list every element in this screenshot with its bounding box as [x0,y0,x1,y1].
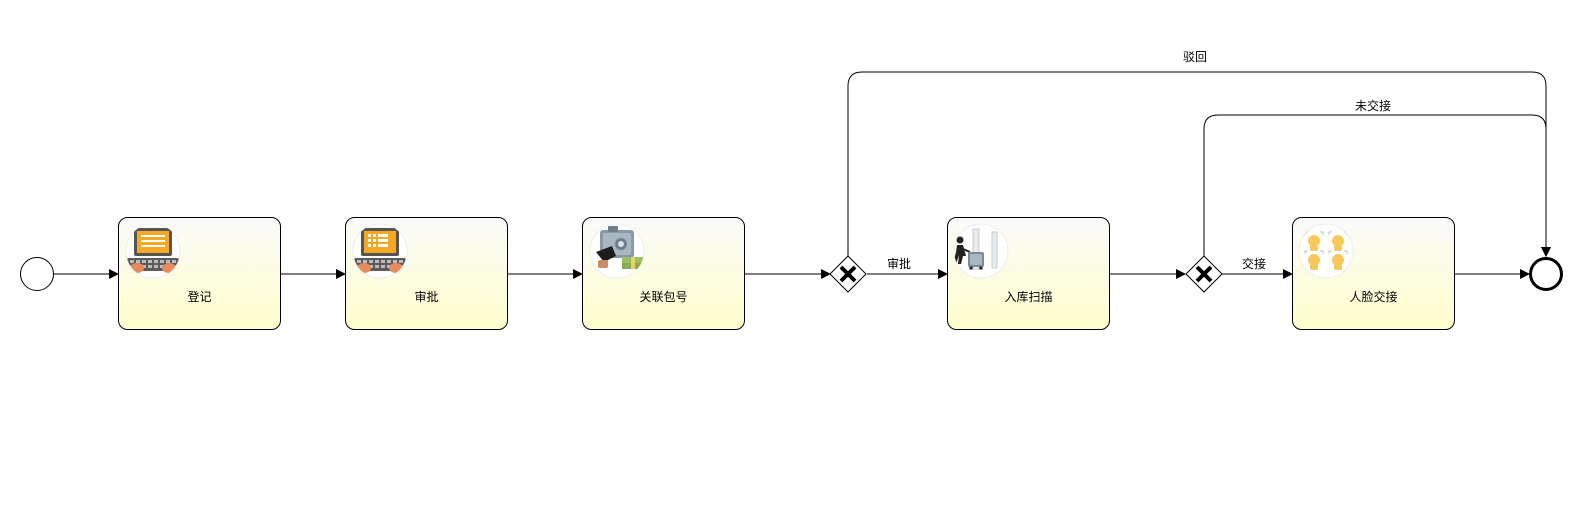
edge-label-approve: 审批 [887,256,911,271]
safe-money-icon [589,223,645,279]
edge-label-reject: 驳回 [1183,50,1207,64]
edge-label-nohandover: 未交接 [1355,98,1391,113]
task-approve[interactable]: 审批 [345,217,508,330]
task-register-label: 登记 [187,289,211,304]
task-approve-label: 审批 [414,289,438,304]
edges [54,71,1551,279]
task-link-package[interactable]: 关联包号 [582,217,745,330]
task-face-handover[interactable]: 人脸交接 [1292,217,1455,330]
task-link-package-label: 关联包号 [639,290,687,304]
task-face-handover-label: 人脸交接 [1349,289,1397,304]
warehouse-cart-icon [953,223,1009,279]
edge-label-handover: 交接 [1242,256,1266,271]
gateway-x-icon [839,265,857,283]
task-warehouse-scan-label: 入库扫描 [1004,289,1052,304]
edge-labels: 驳回 未交接 审批 交接 [887,50,1391,271]
task-warehouse-scan[interactable]: 入库扫描 [947,217,1110,330]
start-event[interactable] [20,257,54,291]
end-event[interactable] [1529,257,1563,291]
computer-form-icon [352,223,408,279]
gateway-x-icon [1195,265,1213,283]
exclusive-gateway-2[interactable] [1185,255,1223,293]
face-recognition-icon [1298,223,1354,279]
flow-gateway1-end-reject[interactable] [847,71,1551,257]
computer-typing-icon [125,223,181,279]
task-register[interactable]: 登记 [118,217,281,330]
exclusive-gateway-1[interactable] [829,255,867,293]
flow-gateway2-end-nohandover[interactable] [1203,114,1551,257]
